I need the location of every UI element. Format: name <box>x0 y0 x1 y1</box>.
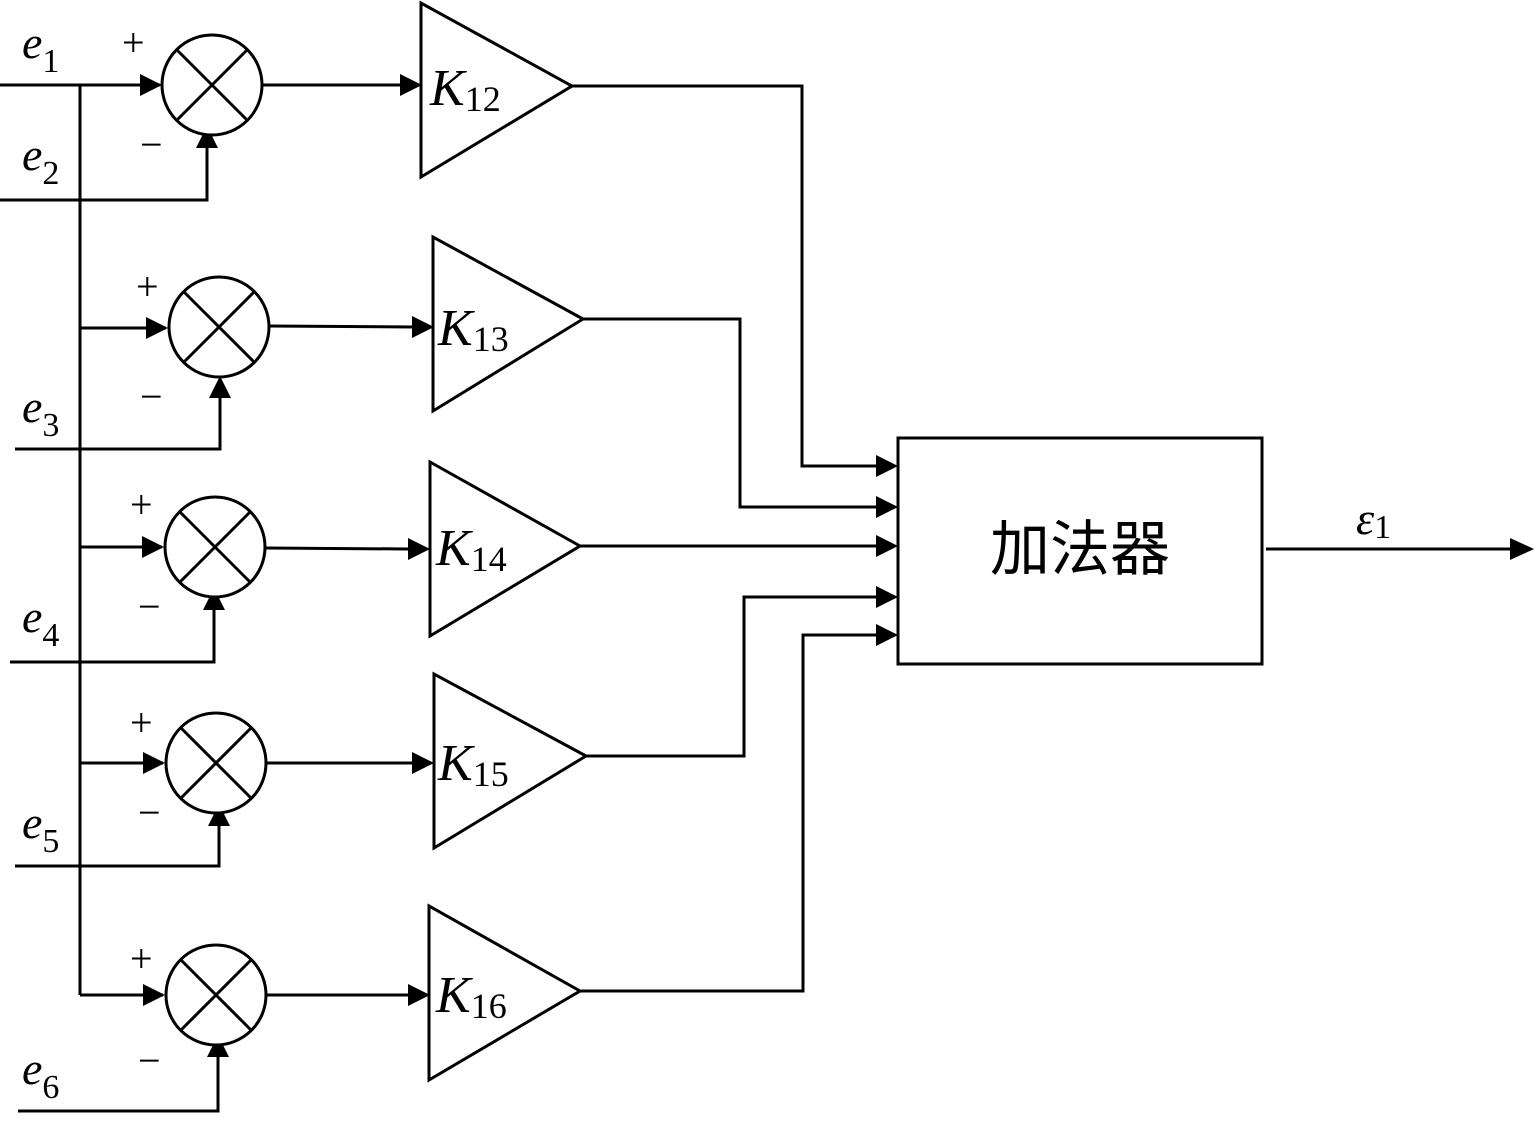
gain-to-adder-wires <box>572 84 898 993</box>
output: ε1 <box>1266 493 1534 560</box>
summing-junction-3 <box>163 495 267 599</box>
gain-label-k14: K14 <box>435 520 507 579</box>
junction-to-gain-wires <box>262 74 434 1006</box>
input-labels: e1 e2 e3 e4 e5 e6 <box>22 17 59 1106</box>
sign-labels: + − + − + − + − + − <box>122 20 163 1083</box>
plus-sign: + <box>130 482 153 527</box>
gain-label-k16: K16 <box>435 967 507 1026</box>
minus-sign: − <box>138 1038 161 1083</box>
input-label-e3: e3 <box>22 381 59 444</box>
adder-label: 加法器 <box>990 515 1170 585</box>
input-label-e4: e4 <box>22 591 59 654</box>
e1-bus <box>0 83 166 997</box>
summing-junction-1 <box>160 33 264 137</box>
gain-label-k15: K15 <box>437 735 509 794</box>
summing-junction-2 <box>167 275 271 379</box>
gain-label-k13: K13 <box>437 300 509 359</box>
minus-sign: − <box>140 374 163 419</box>
plus-sign: + <box>130 700 153 745</box>
input-label-e6: e6 <box>22 1043 59 1106</box>
plus-sign: + <box>130 936 153 981</box>
gain-block-k14: K14 <box>428 459 583 639</box>
gain-block-k12: K12 <box>419 0 576 180</box>
subtrahend-lines <box>0 137 222 1113</box>
gain-block-k16: K16 <box>427 903 584 1083</box>
minus-sign: − <box>140 122 163 167</box>
gain-block-k13: K13 <box>431 234 586 414</box>
summing-junction-5 <box>164 943 268 1047</box>
gain-label-k12: K12 <box>429 60 501 119</box>
plus-sign: + <box>122 20 145 65</box>
gain-block-k15: K15 <box>432 671 590 851</box>
summing-junction-4 <box>164 711 268 815</box>
plus-sign: + <box>136 264 159 309</box>
minus-sign: − <box>138 584 161 629</box>
input-label-e2: e2 <box>22 129 59 192</box>
input-label-e1: e1 <box>22 17 59 80</box>
input-label-e5: e5 <box>22 797 59 860</box>
minus-sign: − <box>138 790 161 835</box>
output-label: ε1 <box>1356 493 1391 546</box>
adder-block: 加法器 <box>896 436 1264 666</box>
